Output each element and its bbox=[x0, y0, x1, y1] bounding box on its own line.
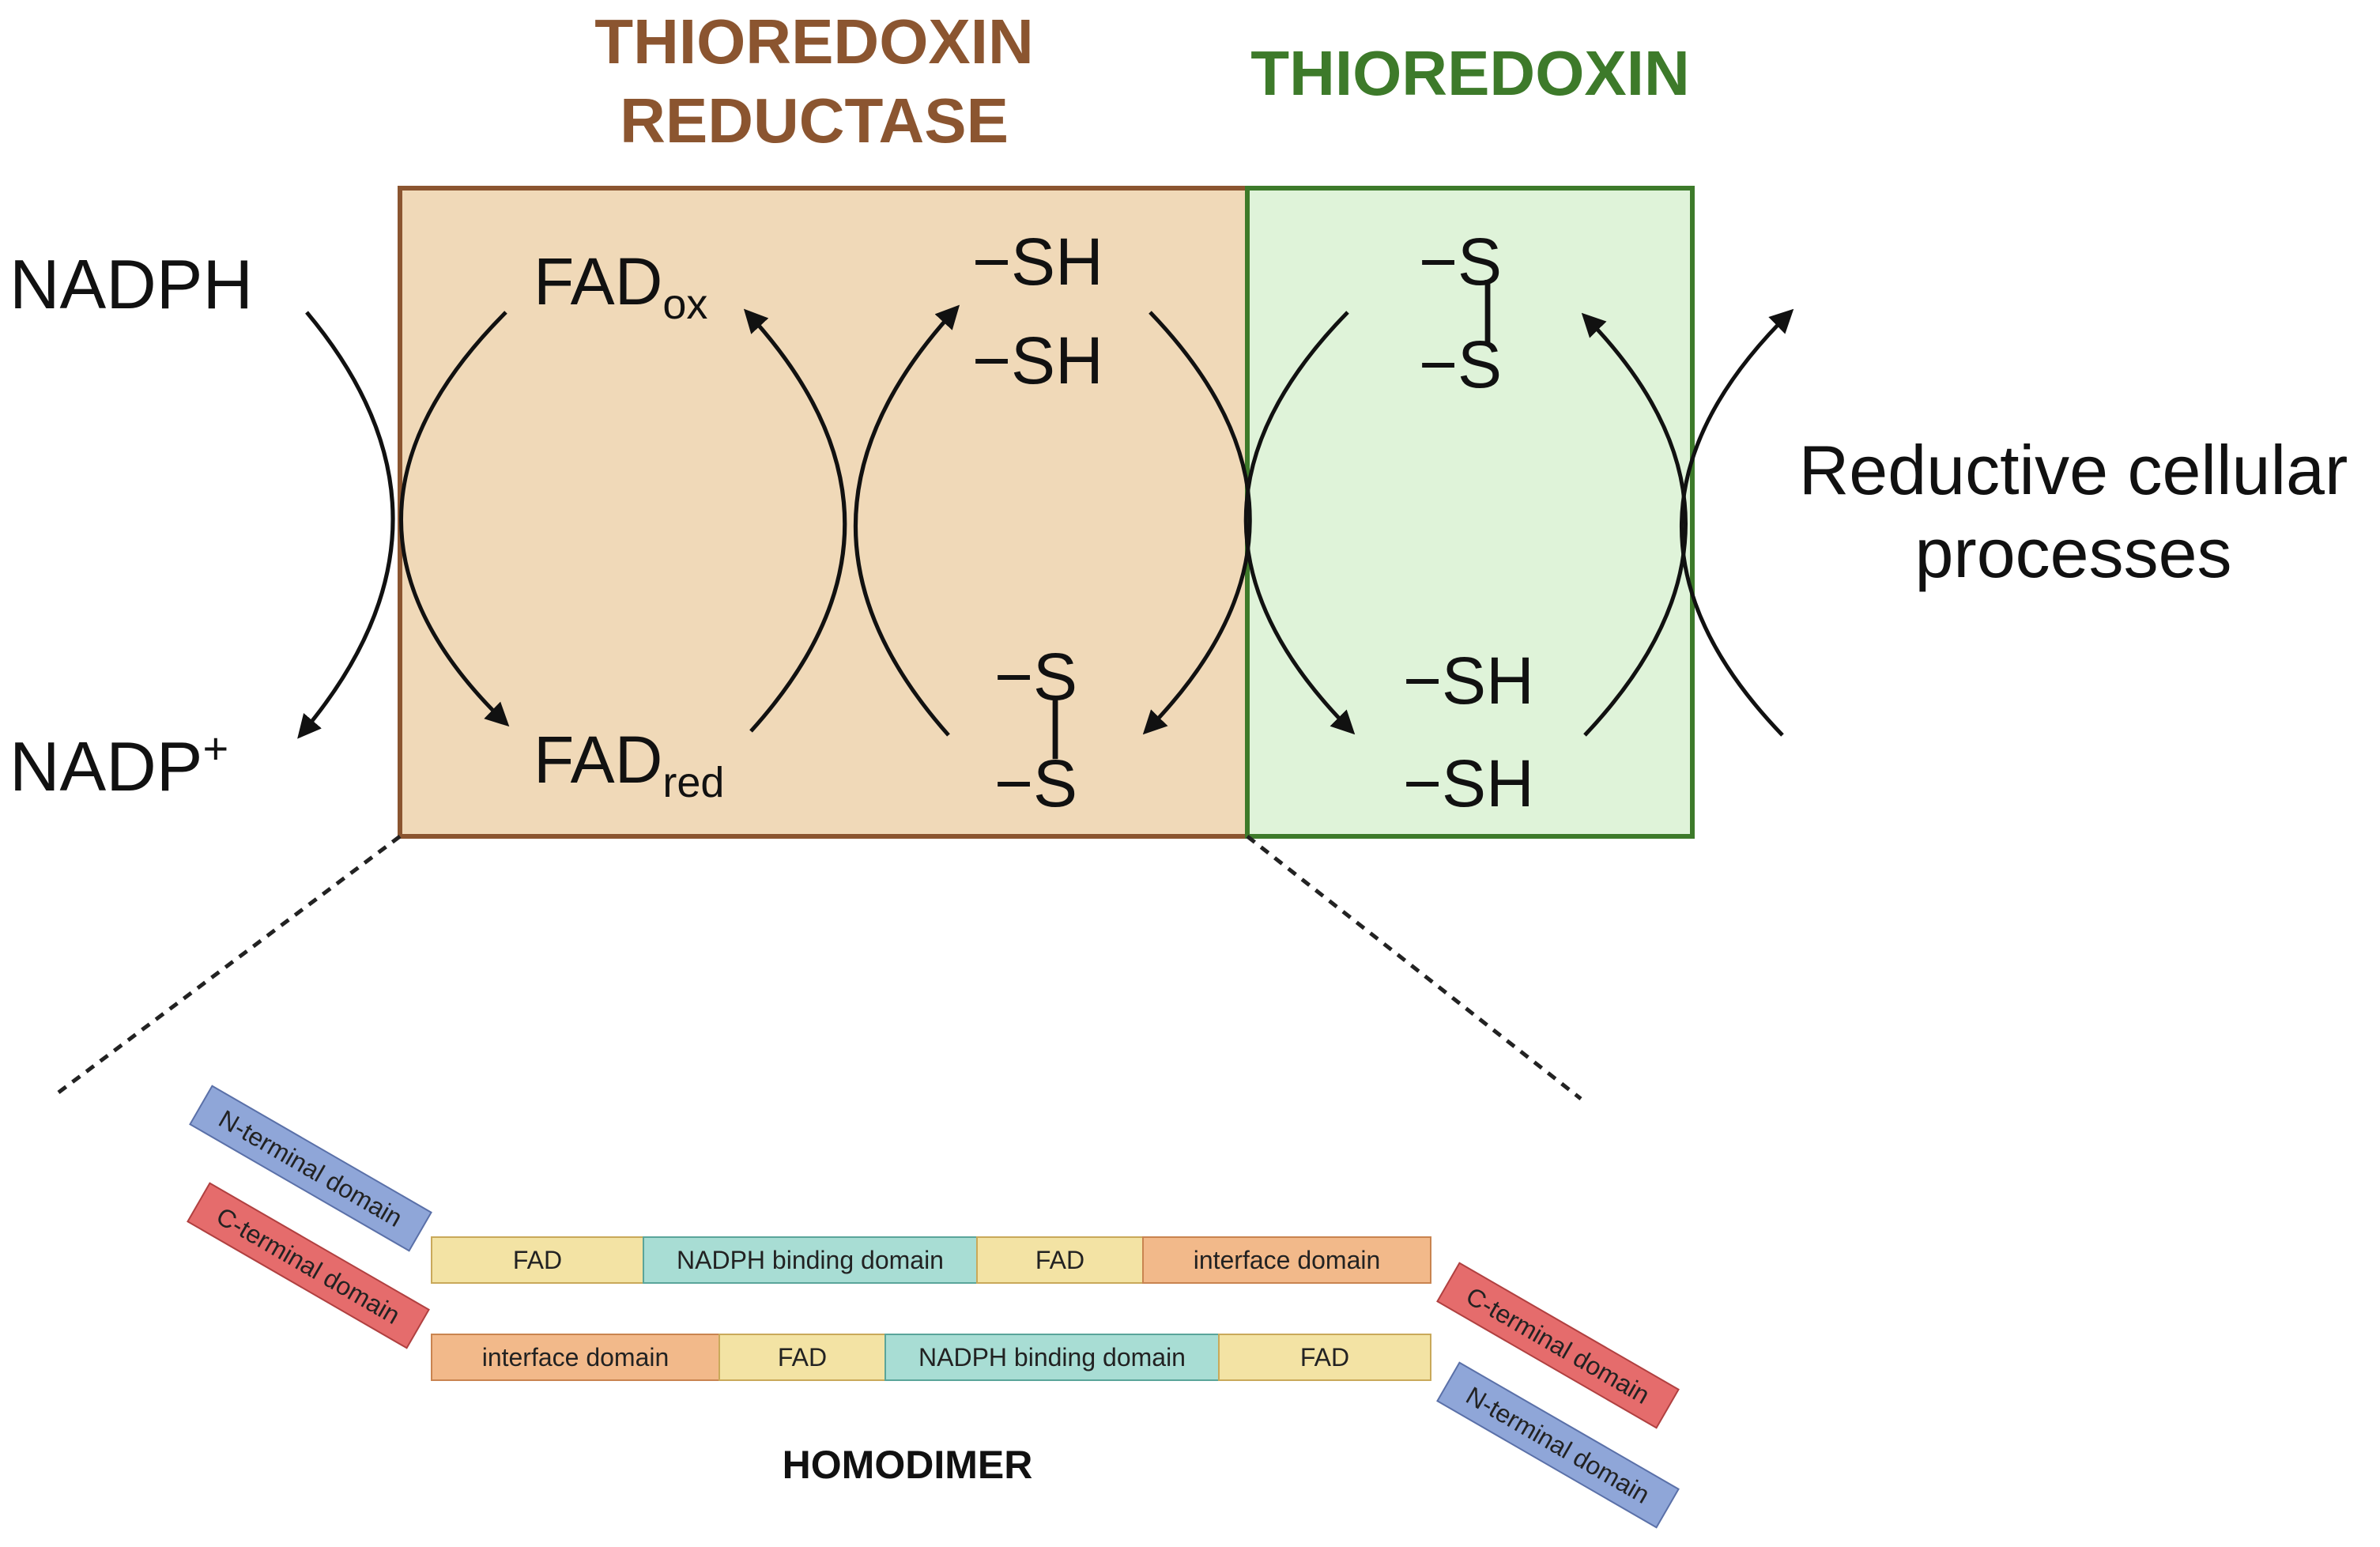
thioredoxin-thiol-bottom-1: −SH bbox=[1403, 643, 1534, 718]
nadp-plus-label: NADP+ bbox=[9, 723, 228, 806]
nadp-base: NADP bbox=[9, 727, 203, 806]
thioredoxin-disulfide-s1: −S bbox=[1419, 225, 1502, 299]
fad-red-label: FADred bbox=[534, 723, 724, 806]
thioredoxin-disulfide-s2: −S bbox=[1419, 327, 1502, 402]
nadp-superscript: + bbox=[203, 723, 229, 773]
bottom-interface-domain bbox=[431, 1334, 720, 1381]
arrow-tr-thiols-to-disulfide bbox=[1142, 311, 1252, 735]
top-strand: FAD NADPH binding domain FAD interface d… bbox=[431, 1236, 1431, 1284]
arrow-tr-disulfide-to-thiols bbox=[854, 304, 960, 737]
reductive-processes-line1: Reductive cellular bbox=[1799, 431, 2348, 509]
thioredoxin-thiol-bottom-2: −SH bbox=[1403, 746, 1534, 821]
bottom-interface-domain-label: interface domain bbox=[482, 1343, 669, 1372]
top-fad-1 bbox=[431, 1236, 644, 1284]
thioredoxin-reductase-title-line1: THIOREDOXIN bbox=[594, 6, 1034, 77]
fad-ox-label: FADox bbox=[534, 244, 707, 328]
thioredoxin-reductase-box bbox=[398, 186, 1250, 839]
fad-ox-base: FAD bbox=[534, 244, 662, 319]
reductase-disulfide-s1: −S bbox=[994, 640, 1077, 714]
arrow-fadox-to-fadred bbox=[399, 311, 510, 727]
thioredoxin-title: THIOREDOXIN bbox=[1250, 38, 1690, 108]
arrow-trx-disulfide-to-thiols bbox=[1243, 311, 1356, 735]
bottom-fad-1-label: FAD bbox=[778, 1343, 827, 1372]
right-c-terminal-box bbox=[1436, 1262, 1680, 1429]
fad-red-subscript: red bbox=[662, 759, 724, 806]
zoom-line-left bbox=[54, 835, 402, 1096]
bottom-fad-1 bbox=[719, 1334, 886, 1381]
arrow-fadred-to-fadox bbox=[743, 308, 847, 733]
bottom-strand: interface domain FAD NADPH binding domai… bbox=[431, 1334, 1431, 1381]
reductase-disulfide-bond: | bbox=[1047, 685, 1064, 759]
reductive-processes-line2: processes bbox=[1914, 514, 2231, 592]
reductase-thiol-top-1: −SH bbox=[972, 225, 1103, 299]
thioredoxin-disulfide-bond: | bbox=[1479, 268, 1496, 342]
top-interface-domain bbox=[1142, 1236, 1431, 1284]
homodimer-label: HOMODIMER bbox=[783, 1443, 1033, 1487]
top-nadph-domain bbox=[643, 1236, 978, 1284]
right-n-terminal-box bbox=[1436, 1361, 1680, 1529]
reaction-arrows bbox=[297, 304, 1794, 739]
top-fad-1-label: FAD bbox=[513, 1246, 562, 1274]
fad-ox-subscript: ox bbox=[662, 281, 707, 328]
top-interface-domain-label: interface domain bbox=[1194, 1246, 1381, 1274]
zoom-line-right bbox=[1246, 835, 1582, 1100]
thioredoxin-reductase-title-line2: REDUCTASE bbox=[620, 85, 1009, 156]
reductase-thiol-top-2: −SH bbox=[972, 323, 1103, 398]
arrow-trx-thiols-to-disulfide bbox=[1581, 312, 1688, 737]
arrow-processes-cycle bbox=[1679, 308, 1794, 737]
bottom-fad-2-label: FAD bbox=[1300, 1343, 1349, 1372]
reductase-disulfide-s2: −S bbox=[994, 746, 1077, 821]
bottom-fad-2 bbox=[1218, 1334, 1431, 1381]
thioredoxin-box bbox=[1245, 186, 1695, 839]
arrow-nadph-to-nadp bbox=[297, 311, 395, 739]
fad-red-base: FAD bbox=[534, 723, 662, 797]
top-nadph-domain-label: NADPH binding domain bbox=[677, 1246, 944, 1274]
top-fad-2 bbox=[976, 1236, 1144, 1284]
top-left-c-terminal-box bbox=[187, 1182, 430, 1349]
bottom-nadph-domain-label: NADPH binding domain bbox=[918, 1343, 1186, 1372]
nadph-label: NADPH bbox=[9, 245, 253, 323]
top-fad-2-label: FAD bbox=[1035, 1246, 1084, 1274]
top-left-n-terminal-box bbox=[189, 1085, 432, 1252]
